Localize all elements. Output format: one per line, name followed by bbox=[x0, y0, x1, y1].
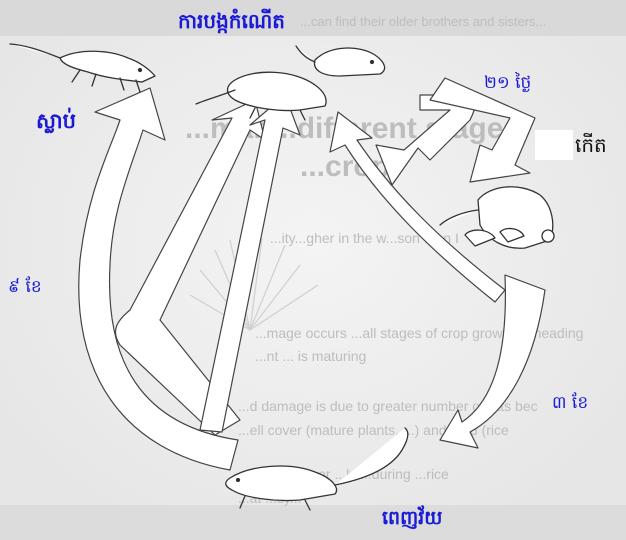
background-text-line: ...ell cover (mature plants, ...) and fo… bbox=[238, 422, 509, 438]
arrow-mature-to-dead bbox=[78, 87, 239, 471]
rats-newborn-illustration bbox=[439, 186, 555, 249]
background-text-line: ...can find their older brothers and sis… bbox=[300, 14, 547, 29]
rat-mature-illustration bbox=[225, 427, 409, 511]
arrow-birth-to-mature bbox=[439, 274, 546, 449]
label-3-months: ៣ ខែ bbox=[552, 393, 589, 413]
arrow-breeding-to-birth bbox=[375, 94, 477, 186]
arrow-mature-to-breeding-outer bbox=[115, 99, 266, 436]
rat-dead-illustration bbox=[9, 43, 156, 93]
label-backdrop bbox=[535, 130, 573, 160]
arrow-21-days bbox=[429, 77, 536, 183]
background-text-line: ...ity...gher in the w...son than I bbox=[270, 230, 459, 246]
background-text-line: ...d damage is due to greater number of … bbox=[238, 398, 538, 414]
label-9-months: ៩ ខែ bbox=[8, 277, 42, 297]
label-breeding: ការបង្កកំណើត bbox=[178, 9, 285, 33]
arrow-mature-to-breeding-inner bbox=[199, 94, 301, 433]
label-mature: ពេញវ័យ bbox=[382, 507, 443, 529]
label-21-days: ២១ ថ្ងៃ bbox=[484, 73, 532, 93]
background-text-line: ...mage occurs ...all stages of crop gro… bbox=[255, 325, 584, 341]
background-text-line: ...nt ... is maturing bbox=[255, 348, 367, 364]
rats-breeding-illustration bbox=[195, 45, 386, 121]
arrow-birth-to-breeding bbox=[329, 111, 506, 303]
label-born: កើត bbox=[575, 133, 607, 157]
label-dead: ស្លាប់ bbox=[36, 109, 76, 133]
